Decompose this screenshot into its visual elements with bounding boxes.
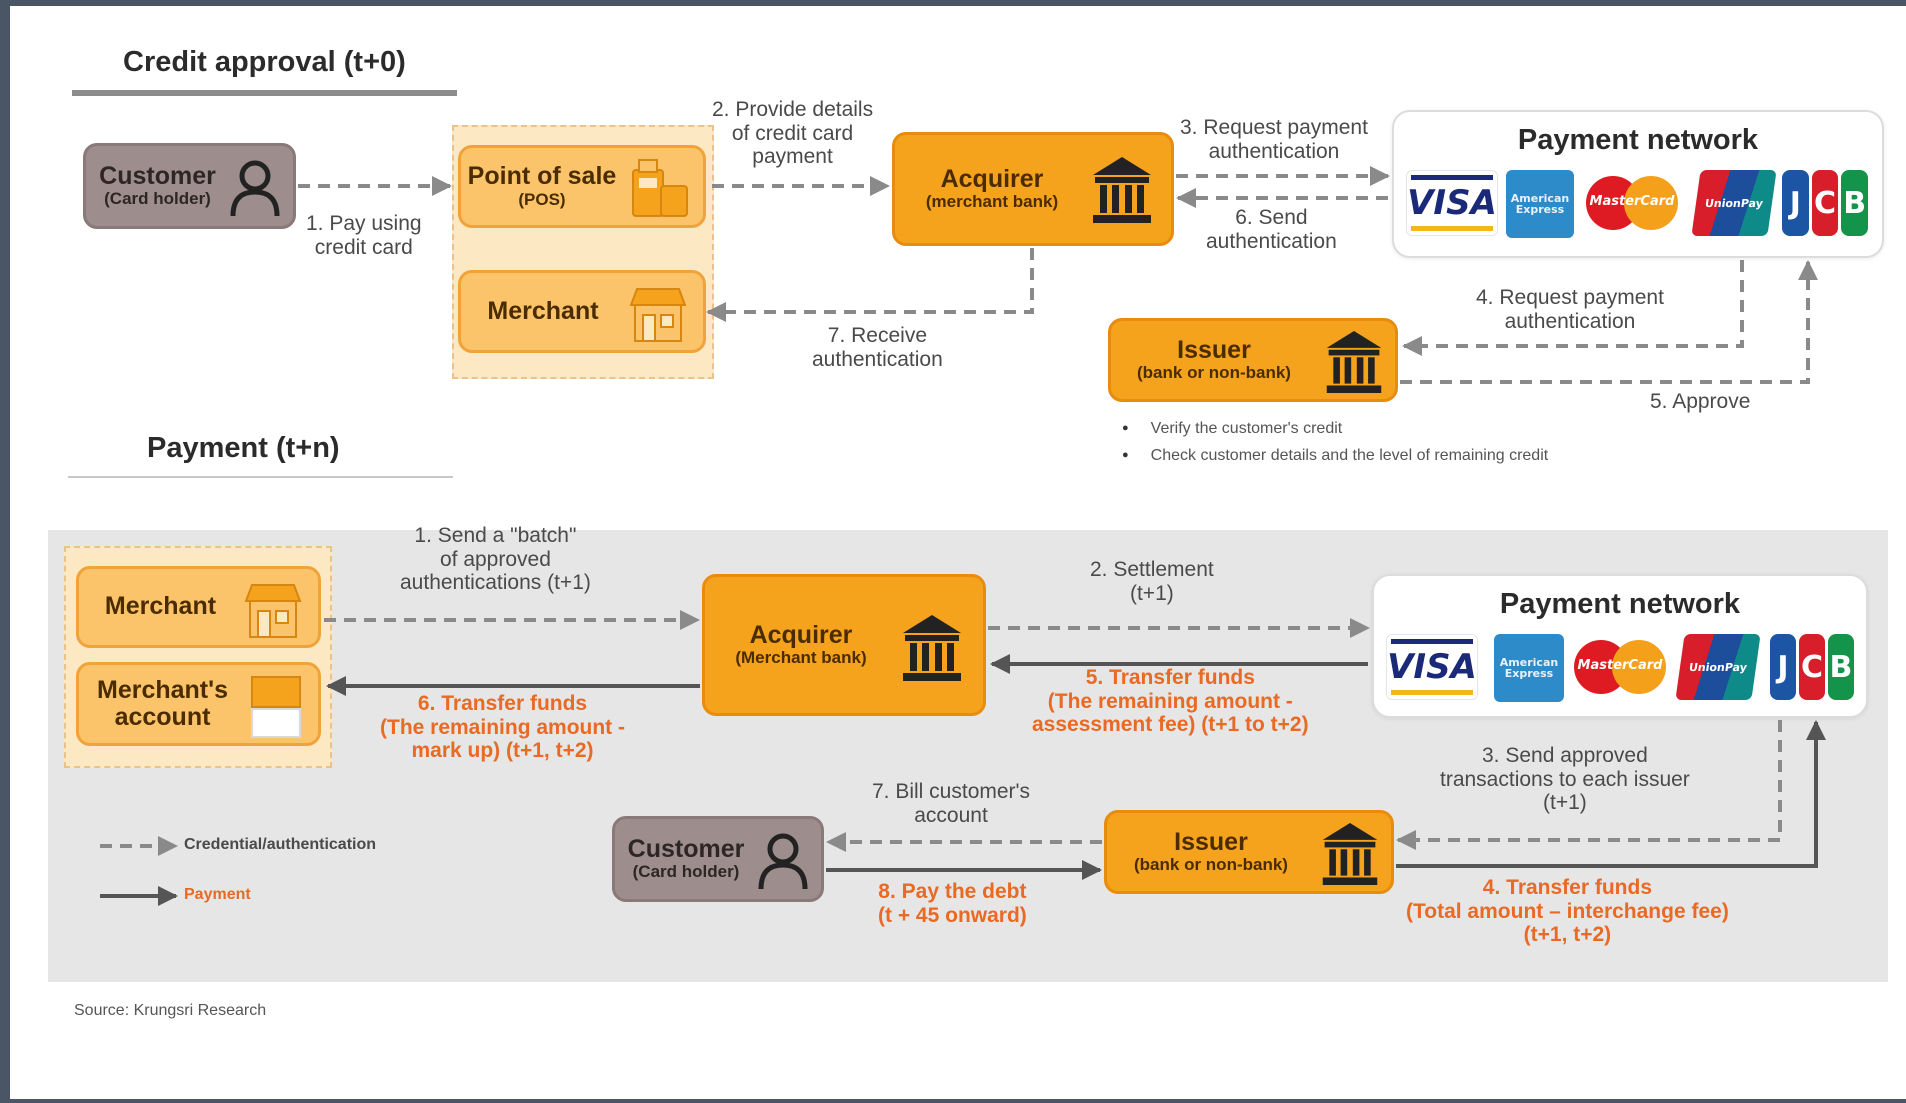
issuer-sublabel: (bank or non-bank) — [1137, 363, 1291, 383]
legend-payment-label: Payment — [184, 886, 251, 903]
amex-logo: American Express — [1494, 634, 1564, 702]
bank-icon — [903, 615, 961, 681]
customer-sublabel: (Card holder) — [104, 189, 211, 209]
store-icon — [244, 584, 302, 638]
person-icon — [230, 160, 280, 217]
amex-logo: American Express — [1506, 170, 1574, 238]
ca-step-5-label: 5. Approve — [1650, 390, 1751, 413]
pay-step-8-label: 8. Pay the debt(t + 45 onward) — [878, 880, 1027, 927]
merchant-account-label-2: account — [114, 703, 211, 731]
pay-step-4-label: 4. Transfer funds(Total amount – interch… — [1406, 876, 1729, 947]
pay-step-5-label: 5. Transfer funds(The remaining amount -… — [1032, 666, 1309, 737]
payment-customer-box: Customer (Card holder) — [612, 816, 824, 902]
customer-label: Customer — [99, 161, 216, 190]
bank-icon — [1322, 823, 1378, 885]
acquirer-box: Acquirer (merchant bank) — [892, 132, 1174, 246]
merchant-label: Merchant — [487, 296, 599, 325]
arrow-pay-4 — [1396, 720, 1826, 868]
pay-step-6-label: 6. Transfer funds(The remaining amount -… — [380, 692, 626, 763]
visa-logo: VISA — [1406, 170, 1498, 236]
credit-approval-title: Credit approval (t+0) — [123, 46, 406, 78]
payment-issuer-label: Issuer — [1174, 827, 1248, 856]
credit-approval-underline — [72, 90, 457, 96]
payment-customer-label: Customer — [627, 834, 745, 863]
pos-terminal-icon — [632, 159, 688, 217]
merchant-account-box: Merchant's account — [76, 662, 321, 746]
mastercard-logo: MasterCard — [1570, 636, 1670, 700]
issuer-note-2: Check customer details and the level of … — [1122, 447, 1549, 465]
account-book-icon — [251, 676, 301, 738]
pos-sublabel: (POS) — [518, 189, 566, 209]
payment-acquirer-box: Acquirer (Merchant bank) — [702, 574, 986, 716]
payment-network-title-2: Payment network — [1499, 588, 1741, 620]
issuer-box: Issuer (bank or non-bank) — [1108, 318, 1398, 402]
arrow-ca-4 — [1402, 260, 1744, 356]
pos-box: Point of sale (POS) — [458, 145, 706, 228]
payment-network-title: Payment network — [1517, 124, 1759, 156]
legend-credential-label: Credential/authentication — [184, 836, 377, 853]
payment-network-box-2: Payment network VISA American Express Ma… — [1372, 574, 1868, 718]
jcb-logo: J C B — [1770, 634, 1854, 700]
bank-icon — [1326, 331, 1382, 393]
payment-issuer-sublabel: (bank or non-bank) — [1134, 855, 1288, 875]
issuer-note-1: Verify the customer's credit — [1122, 420, 1343, 438]
store-icon — [629, 288, 687, 342]
visa-logo: VISA — [1386, 634, 1478, 700]
payment-acquirer-sublabel: (Merchant bank) — [735, 648, 867, 668]
jcb-logo: J C B — [1782, 170, 1868, 236]
arrow-pay-3 — [1396, 720, 1782, 850]
acquirer-label: Acquirer — [940, 164, 1044, 193]
merchant-box: Merchant — [458, 270, 706, 353]
acquirer-sublabel: (merchant bank) — [925, 192, 1059, 212]
merchant-account-label: Merchant's — [97, 675, 228, 704]
source-note: Source: Krungsri Research — [74, 1002, 267, 1019]
pay-step-2-label: 2. Settlement(t+1) — [1090, 558, 1214, 605]
bank-icon — [1093, 157, 1151, 223]
payment-merchant-label: Merchant — [104, 592, 217, 621]
arrow-ca-5 — [1400, 260, 1818, 384]
mastercard-logo: MasterCard — [1582, 172, 1682, 236]
payment-underline — [68, 476, 453, 478]
payment-acquirer-label: Acquirer — [749, 620, 853, 649]
payment-issuer-box: Issuer (bank or non-bank) — [1104, 810, 1394, 894]
issuer-label: Issuer — [1177, 335, 1251, 364]
customer-box: Customer (Card holder) — [83, 143, 296, 229]
arrow-ca-7 — [706, 248, 1034, 322]
payment-title: Payment (t+n) — [147, 432, 340, 464]
payment-merchant-box: Merchant — [76, 566, 321, 648]
payment-customer-sublabel: (Card holder) — [632, 862, 740, 882]
pos-label: Point of sale — [467, 162, 617, 191]
person-icon — [758, 833, 808, 890]
payment-network-box: Payment network VISA American Express Ma… — [1392, 110, 1884, 258]
